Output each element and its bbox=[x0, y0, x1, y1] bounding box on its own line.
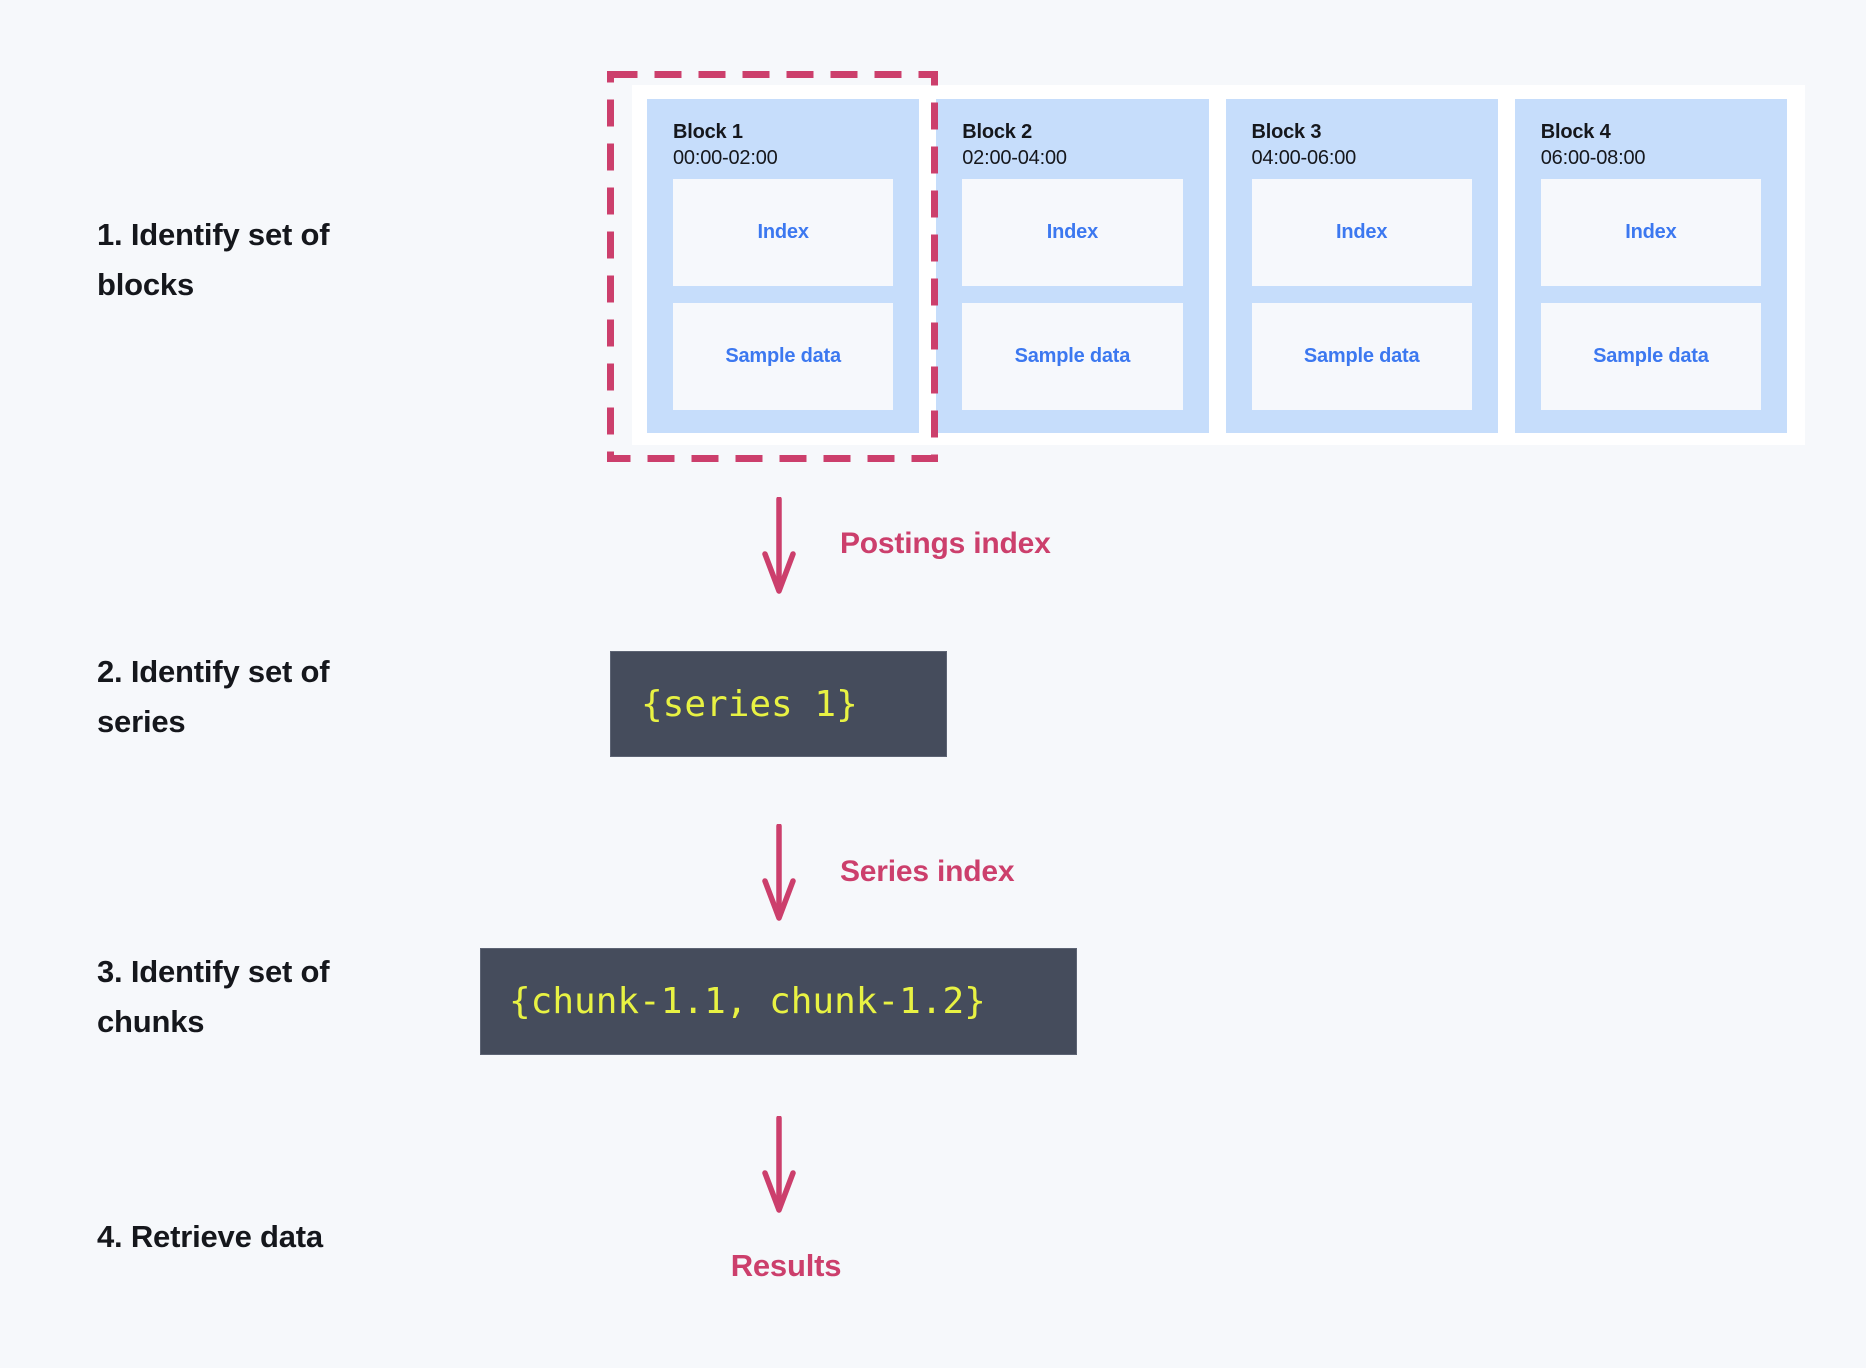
down-arrow-icon bbox=[762, 824, 796, 921]
block-index-box: Index bbox=[1540, 179, 1761, 286]
block-title: Block 2 bbox=[962, 121, 1032, 143]
block-title: Block 1 bbox=[673, 121, 743, 143]
block-sample-data-box: Sample data bbox=[1540, 303, 1761, 410]
down-arrow-icon bbox=[762, 497, 796, 594]
series-set-value: {series 1} bbox=[641, 683, 858, 725]
step-line: chunks bbox=[97, 1004, 205, 1039]
step-line: 1. Identify set of bbox=[97, 217, 330, 252]
step-line: blocks bbox=[97, 267, 195, 302]
series-set-code-box: {series 1} bbox=[610, 651, 947, 757]
step-line: series bbox=[97, 704, 186, 739]
step-label-3: 3. Identify set of chunks bbox=[97, 947, 437, 1047]
step-line: 2. Identify set of bbox=[97, 654, 330, 689]
block-time-range: 02:00-04:00 bbox=[962, 147, 1067, 169]
block-index-box: Index bbox=[673, 179, 894, 286]
chunk-set-value: {chunk-1.1, chunk-1.2} bbox=[509, 981, 986, 1022]
sample-data-label: Sample data bbox=[725, 345, 841, 367]
step-line: 3. Identify set of bbox=[97, 954, 330, 989]
results-label: Results bbox=[730, 1248, 842, 1283]
index-label: Index bbox=[757, 221, 809, 243]
series-index-label: Series index bbox=[840, 855, 1015, 888]
block-index-box: Index bbox=[1251, 179, 1472, 286]
block-card-2: Block 2 02:00-04:00 Index Sample data bbox=[936, 99, 1209, 433]
selected-block-highlight-border bbox=[607, 71, 938, 462]
block-card-3: Block 3 04:00-06:00 Index Sample data bbox=[1225, 99, 1498, 433]
block-title: Block 3 bbox=[1251, 121, 1322, 143]
postings-index-label: Postings index bbox=[840, 527, 1051, 560]
block-card-4: Block 4 06:00-08:00 Index Sample data bbox=[1514, 99, 1787, 433]
block-card-1: Block 1 00:00-02:00 Index Sample data bbox=[647, 99, 920, 433]
block-sample-data-box: Sample data bbox=[673, 303, 894, 410]
block-time-range: 06:00-08:00 bbox=[1540, 147, 1646, 169]
sample-data-label: Sample data bbox=[1014, 345, 1131, 367]
down-arrow-icon bbox=[762, 1116, 796, 1213]
block-sample-data-box: Sample data bbox=[962, 303, 1183, 410]
index-label: Index bbox=[1625, 221, 1677, 243]
step-label-4: 4. Retrieve data bbox=[97, 1212, 437, 1262]
step-label-2: 2. Identify set of series bbox=[97, 647, 437, 747]
sample-data-label: Sample data bbox=[1593, 345, 1709, 367]
chunk-set-code-box: {chunk-1.1, chunk-1.2} bbox=[480, 948, 1077, 1055]
block-sample-data-box: Sample data bbox=[1251, 303, 1472, 410]
block-index-box: Index bbox=[962, 179, 1183, 286]
step-label-1: 1. Identify set of blocks bbox=[97, 210, 437, 310]
block-time-range: 00:00-02:00 bbox=[673, 147, 778, 169]
block-time-range: 04:00-06:00 bbox=[1251, 147, 1357, 169]
index-label: Index bbox=[1336, 221, 1388, 243]
blocks-row: Block 1 00:00-02:00 Index Sample data Bl… bbox=[632, 85, 1805, 445]
step-line: 4. Retrieve data bbox=[97, 1219, 323, 1254]
index-label: Index bbox=[1046, 221, 1098, 243]
sample-data-label: Sample data bbox=[1303, 345, 1420, 367]
block-title: Block 4 bbox=[1540, 121, 1611, 143]
